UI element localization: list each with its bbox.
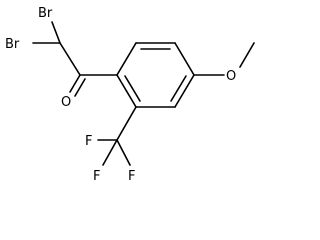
molecule-drawing: Br Br O O F F F [5,6,255,184]
bond-omethoxy-methyl [239,42,255,68]
ring-bond-6 [116,74,137,108]
atom-br-lower: Br [5,37,20,52]
atom-f-left: F [85,134,92,149]
ring-bond-4 [174,74,195,108]
bond-cf3-f-right [116,139,131,166]
structure-canvas: Br Br O O F F F [5,6,255,184]
atom-br-upper: Br [38,6,53,21]
atom-f-bottom: F [93,169,100,184]
bond-carbonyl-double-b [74,78,86,97]
bond-ring-cf3 [116,106,137,141]
atom-o-carbonyl: O [61,95,71,110]
bond-c-br-upper [51,21,61,44]
ring-bond-4-inner [170,75,187,102]
bond-cf3-f-bottom [102,139,118,166]
atom-o-methoxy: O [226,69,236,84]
bond-carbonyl-double-a [69,74,81,93]
atom-f-right: F [128,169,135,184]
bond-chbr2-carbonyl [59,42,81,76]
ring-bond-6-inner [124,75,141,102]
ring-bond-3 [174,42,195,76]
ring-bond-1 [116,42,137,76]
